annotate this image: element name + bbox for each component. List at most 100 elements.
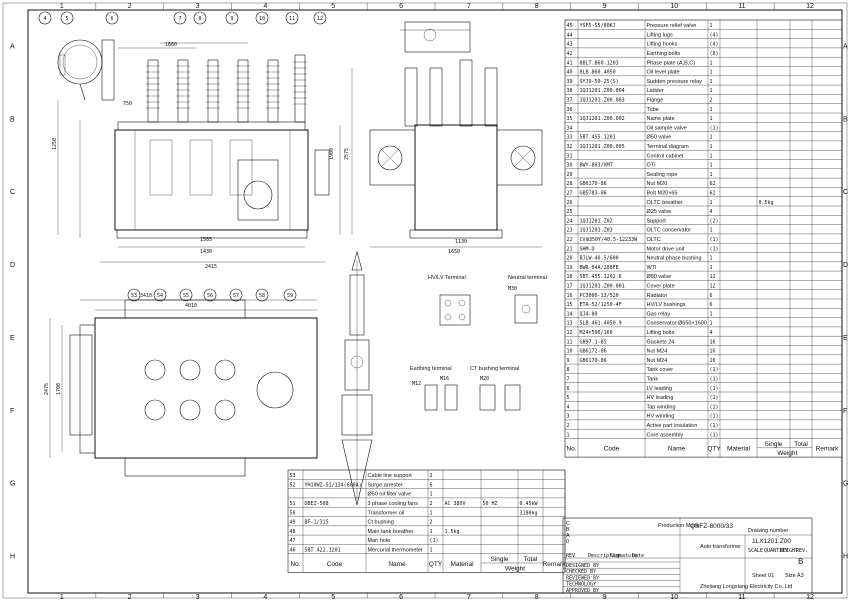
parts-row-no: 2 xyxy=(567,423,570,429)
revision-letter: C xyxy=(566,521,570,527)
parts-row-code: GB5783-86 xyxy=(580,191,607,197)
parts-row-no: 19 xyxy=(567,265,573,271)
revision-letter: 0 xyxy=(566,539,569,545)
balloon xyxy=(255,288,269,302)
zone-column: 11 xyxy=(738,594,745,601)
bushing-sheds xyxy=(146,61,307,109)
zone-row: E xyxy=(10,335,15,342)
parts-row-name: Cable line support xyxy=(368,473,413,479)
parts-row-code: SYJ9-50-25(S) xyxy=(580,79,619,85)
parts-row-no: 29 xyxy=(567,172,573,178)
parts-row-name: Oil sample valve xyxy=(647,125,687,131)
parts-row-no: 9 xyxy=(567,358,570,364)
parts-row-name: Tank cover xyxy=(647,367,674,373)
parts-row-no: 48 xyxy=(290,529,296,535)
parts-row-name: Gaskets 24 xyxy=(647,339,675,345)
parts-row-no: 47 xyxy=(290,538,296,544)
parts-row-qty: 2 xyxy=(430,501,433,507)
parts-row-code: SHM-D xyxy=(580,246,595,252)
parts-row-name: Tube xyxy=(647,107,659,113)
parts-row-code: 5BT.455.1202.6 xyxy=(580,274,622,280)
balloon xyxy=(60,11,74,25)
zone-column: 8 xyxy=(535,594,539,601)
approval-role: CHECKED BY xyxy=(566,569,596,575)
parts-row-name: Main tank breather xyxy=(368,529,414,535)
parts-row-no: 4 xyxy=(567,404,570,410)
parts-row-no: 50 xyxy=(290,510,296,516)
fan-left-icon xyxy=(377,145,403,171)
terminal-details: HV/LV Terminal Neutral terminal Earthing… xyxy=(410,275,547,411)
dim-2415: 2415 xyxy=(205,264,217,270)
parts-row-name: Core assembly xyxy=(647,432,684,438)
parts-row-no: 15 xyxy=(567,302,573,308)
zone-column: 6 xyxy=(399,594,403,601)
balloon-label: 7 xyxy=(178,16,181,22)
parts-row-no: 46 xyxy=(290,548,296,554)
parts-row-no: 43 xyxy=(567,42,573,48)
dim-1250: 1250 xyxy=(52,138,58,150)
parts-row-qty: (4) xyxy=(710,42,719,48)
dim-m20: M20 xyxy=(480,376,489,382)
parts-row-name: Active part insulation xyxy=(647,423,698,429)
parts-row-code: 5BT.421.1201 xyxy=(305,548,341,554)
parts-row-name: Lifting bolts xyxy=(647,330,675,336)
parts-row-code: BWY-803/XMT xyxy=(580,163,613,169)
parts-row-qty: (1) xyxy=(710,423,719,429)
parts-row-name: Neutral phase bushing xyxy=(647,256,702,262)
balloon xyxy=(173,11,187,25)
parts-row-qty: 1 xyxy=(430,510,433,516)
parts-row-name: HV leading xyxy=(647,395,674,401)
parts-row-qty: 1 xyxy=(710,321,713,327)
parts-row-qty: (1) xyxy=(710,386,719,392)
zone-column: 4 xyxy=(263,3,267,10)
parts-row-code: BJLW-40.5/600 xyxy=(580,256,619,262)
table-header-code: Code xyxy=(327,561,343,568)
parts-row-name: Control cabinet xyxy=(647,153,684,159)
dim-1650: 1650 xyxy=(448,249,460,255)
company-name: Zhejiang Longxiang Electricity Co.,Ltd xyxy=(700,584,792,590)
zone-row: B xyxy=(10,116,15,123)
parts-row-no: 20 xyxy=(567,256,573,262)
side-view: 1650 1130 xyxy=(369,21,543,255)
scale-header: QUANTITY xyxy=(764,548,788,554)
parts-row-name: Nut M24 xyxy=(647,358,668,364)
scale-header: WEIGHT xyxy=(780,548,798,554)
zone-column: 1 xyxy=(60,594,64,601)
parts-row-name: Conservator Ø650×1600 xyxy=(647,321,707,327)
table-header-total: Total xyxy=(524,556,538,563)
parts-row-name: Name plate xyxy=(647,116,675,122)
parts-row-no: 39 xyxy=(567,79,573,85)
zone-column: 7 xyxy=(467,594,471,601)
parts-row-qty: 16 xyxy=(710,339,716,345)
zone-row: C xyxy=(843,189,848,196)
parts-row-no: 12 xyxy=(567,330,573,336)
zone-column: 2 xyxy=(128,594,132,601)
dim-1660: 1660 xyxy=(165,42,177,48)
dim-750: 750 xyxy=(123,101,132,107)
parts-row-qty: 1 xyxy=(710,79,713,85)
dim-1430: 1430 xyxy=(200,249,212,255)
zone-row: F xyxy=(10,408,14,415)
product-model: QSFZ-8000/33 xyxy=(690,523,733,530)
drawing-number-label: Drawing number xyxy=(748,528,789,534)
parts-row-no: 49 xyxy=(290,520,296,526)
zone-row: F xyxy=(843,408,847,415)
parts-row-no: 45 xyxy=(567,23,573,29)
dim-m30: M30 xyxy=(508,286,517,292)
table-header-no: No. xyxy=(290,561,300,568)
parts-row-name: Phase plate (A,B,C) xyxy=(647,60,696,66)
zone-column: 3 xyxy=(196,594,200,601)
table-header-single: Single xyxy=(764,441,782,448)
parts-row-name: OLTC xyxy=(647,237,661,243)
table-header-qty: QTY xyxy=(429,561,443,568)
parts-row-qty: 1 xyxy=(430,492,433,498)
parts-row-no: 21 xyxy=(567,246,573,252)
side-conservator xyxy=(404,21,471,53)
balloon xyxy=(153,288,167,302)
table-header-weight: Weight xyxy=(505,565,525,572)
parts-row-no: 38 xyxy=(567,88,573,94)
parts-row-code: YH10WZ-51/134(600A) xyxy=(305,482,362,488)
parts-row-name: Ø25 valve xyxy=(647,209,672,215)
zone-row: A xyxy=(843,43,848,50)
dim-4010: 4010 xyxy=(185,303,197,309)
